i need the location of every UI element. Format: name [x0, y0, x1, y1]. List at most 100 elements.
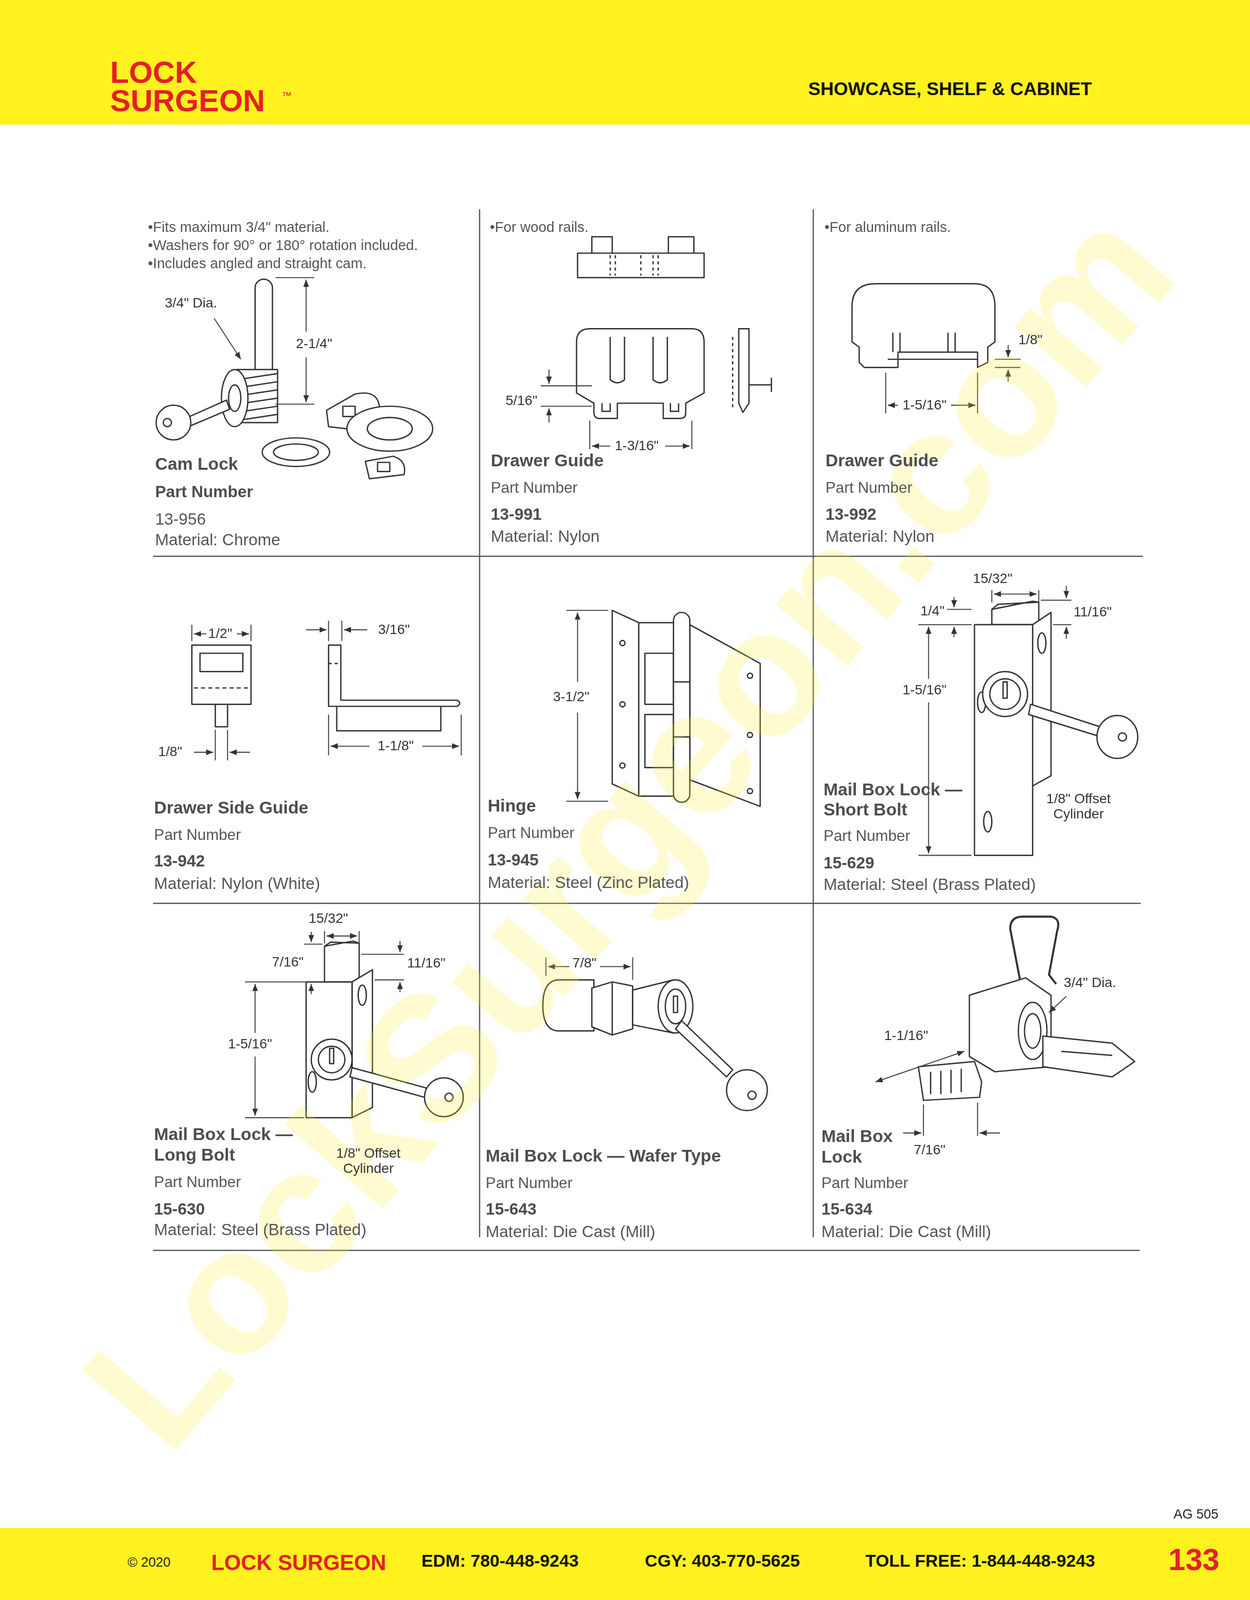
dimension-lines	[1065, 626, 1067, 639]
header-band: LOCK SURGEONSHOWCASE, SHELF & CABINET	[0, 0, 1250, 125]
cam-lock-drawing	[262, 437, 330, 467]
material: Material: Die Cast (Mill)	[485, 1221, 656, 1241]
brand-name: LOCK SURGEON	[211, 1548, 387, 1575]
dimension-lines	[1040, 600, 1072, 625]
dimension-label: 1/8"	[158, 744, 183, 760]
dimension-lines	[254, 983, 256, 1033]
cam-lock-drawing	[365, 455, 405, 479]
short-bolt-mailbox-lock-drawing	[1002, 681, 1007, 699]
long-bolt-mailbox-lock-drawing	[324, 940, 360, 982]
wood-rail-guide-drawing	[749, 377, 772, 392]
wood-rail-guide-drawing	[591, 236, 613, 253]
copyright: © 2020	[127, 1553, 171, 1570]
dimension-lines	[927, 626, 929, 679]
dimension-label: 2-1/4"	[296, 335, 333, 352]
part-number: 13-945	[487, 849, 539, 870]
wafer-mailbox-lock-drawing	[673, 996, 678, 1013]
wafer-mailbox-lock-drawing	[726, 1069, 768, 1111]
dimension-lines	[875, 1050, 965, 1082]
dimension-label: 7/16"	[272, 953, 304, 970]
product-cell: •For wood rails.Drawer GuidePart Number1…	[479, 209, 814, 557]
product-cell: Drawer Side GuidePart Number13-942Materi…	[142, 555, 480, 903]
dimension-lines	[310, 931, 312, 943]
dimension-label: 15/32"	[308, 910, 349, 926]
mailbox-lock-drawing	[1061, 1050, 1113, 1055]
wood-rail-guide-drawing	[601, 336, 679, 412]
material: Material: Nylon	[490, 525, 600, 546]
dimension-label: 1/8"	[1018, 331, 1043, 348]
dimension-lines	[591, 445, 610, 447]
short-bolt-mailbox-lock-drawing	[983, 811, 993, 832]
dimension-label: 3-1/2"	[552, 688, 590, 705]
wafer-mailbox-lock-drawing	[658, 979, 694, 1033]
dimension-label: 1-3/16"	[614, 437, 659, 454]
part-number-caption: Part Number	[153, 825, 241, 844]
product-name: Hinge	[487, 796, 536, 817]
dimension-lines	[902, 1132, 922, 1134]
feature-note: •Washers for 90° or 180° rotation includ…	[148, 236, 419, 254]
dimension-label: 3/4" Dia.	[1063, 974, 1117, 991]
dimension-lines	[305, 279, 307, 332]
product-name: Mail Box Lock — Long Bolt	[153, 1124, 307, 1166]
dimension-label: 11/16"	[407, 954, 446, 971]
dimension-lines	[665, 445, 690, 447]
wafer-mailbox-lock-drawing	[665, 988, 686, 1024]
dimension-label: 5/16"	[505, 392, 538, 409]
short-bolt-mailbox-lock-drawing	[1037, 632, 1047, 654]
drawer-side-guide-drawing	[194, 687, 250, 689]
drawer-side-guide-drawing	[336, 705, 441, 731]
mailbox-lock-drawing	[1024, 1013, 1041, 1049]
dimension-lines	[254, 1055, 256, 1116]
dimension-lines	[194, 751, 214, 753]
dimension-label: 1/8" Offset Cylinder	[327, 1144, 410, 1177]
product-cell: •Fits maximum 3/4" material.•Washers for…	[142, 209, 480, 557]
cam-lock-drawing	[273, 444, 319, 461]
dimension-lines	[540, 385, 592, 407]
long-bolt-mailbox-lock-drawing	[324, 941, 360, 946]
dimension-lines	[330, 745, 370, 747]
part-number: 15-629	[823, 852, 875, 873]
short-bolt-mailbox-lock-drawing	[974, 600, 1138, 855]
product-cell: •For aluminum rails.Drawer GuidePart Num…	[813, 209, 1149, 557]
short-bolt-mailbox-lock-drawing	[982, 671, 1028, 717]
dimension-label: 1-5/16"	[902, 397, 947, 413]
mailbox-lock-drawing	[1010, 916, 1059, 984]
material: Material: Die Cast (Mill)	[821, 1221, 992, 1241]
trademark: ™	[281, 89, 293, 102]
cam-lock-drawing	[347, 405, 433, 451]
drawer-side-guide-drawing	[328, 645, 460, 707]
mailbox-lock-drawing	[1042, 1035, 1135, 1077]
product-name: Mail Box Lock — Wafer Type	[485, 1146, 722, 1167]
dimension-lines	[310, 983, 312, 995]
part-number-caption: Part Number	[487, 823, 575, 842]
product-name: Mail Box Lock	[821, 1125, 914, 1168]
part-number-caption: Part Number	[823, 826, 911, 845]
product-name: Cam Lock	[154, 453, 238, 475]
short-bolt-mailbox-lock-drawing	[991, 601, 1039, 610]
wafer-mailbox-lock-drawing	[675, 1020, 733, 1077]
part-number: 15-643	[485, 1198, 537, 1219]
mailbox-lock-drawing	[918, 916, 1135, 1100]
dimension-lines	[979, 1132, 1000, 1134]
dimension-label: 1-5/16"	[227, 1035, 273, 1052]
cam-lock-drawing	[228, 384, 241, 412]
dimension-label: 7/16"	[913, 1141, 946, 1158]
material: Material: Chrome	[154, 528, 280, 549]
part-number-caption: Part Number	[490, 478, 578, 497]
dimension-label: 3/4" Dia.	[164, 295, 218, 311]
material: Material: Steel (Brass Plated)	[823, 874, 1036, 894]
dimension-lines	[422, 745, 460, 747]
dimension-lines	[305, 628, 327, 630]
dimension-label: 3/16"	[377, 621, 410, 638]
part-number-caption: Part Number	[821, 1173, 909, 1192]
dimension-lines	[548, 408, 550, 423]
dimension-label: 15/32"	[973, 570, 1013, 587]
dimension-lines	[991, 589, 1039, 602]
dimension-label: 1/2"	[208, 625, 233, 642]
product-name: Mail Box Lock — Short Bolt	[823, 778, 977, 821]
dimension-lines	[994, 593, 1037, 595]
dimension-lines	[344, 628, 368, 630]
catalog-code: AG 505	[1173, 1506, 1219, 1523]
part-number-caption: Part Number	[154, 480, 253, 501]
